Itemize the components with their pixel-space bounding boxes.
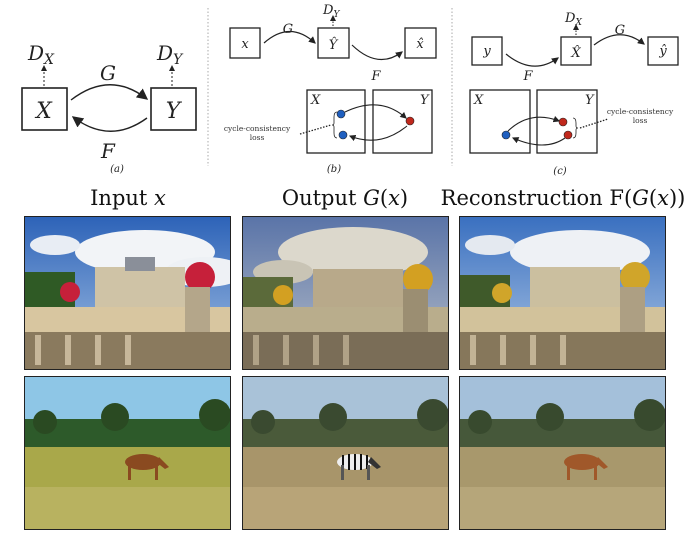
caption-a: (a) <box>110 164 124 175</box>
point-y-recon <box>563 130 573 140</box>
loss-label: cycle-consistency <box>224 124 291 133</box>
photo-horse-reconstruction <box>459 376 666 530</box>
loss-label-2: loss <box>250 133 265 142</box>
label-f: F <box>100 139 116 163</box>
zebra <box>337 454 381 480</box>
domain-x: X <box>473 93 484 108</box>
disc-dy: DY <box>156 41 184 68</box>
caption-c: (c) <box>553 166 567 177</box>
mapped-y: Ŷ <box>329 37 339 53</box>
horse <box>125 454 169 480</box>
arrow-f <box>71 116 148 132</box>
heading-reconstruction: Reconstruction F(𝐺(𝑥)) <box>440 186 686 210</box>
arrow-g <box>70 84 149 101</box>
photo-garden-output <box>242 216 449 370</box>
disc-dy: DY <box>322 3 340 20</box>
domain-x: X <box>310 93 321 108</box>
label-g: G <box>100 61 116 85</box>
input-x: x <box>241 37 249 52</box>
mapped-x: X̂ <box>570 45 581 61</box>
domain-y: Y <box>420 93 430 108</box>
point-y-to-x <box>501 130 511 140</box>
loss-label: cycle-consistency <box>607 107 674 116</box>
recon-x: x̂ <box>416 37 424 52</box>
point-y <box>558 117 568 127</box>
disc-dx: DX <box>27 41 55 68</box>
point-y <box>405 116 415 126</box>
domain-y: Y <box>585 93 595 108</box>
label-g: G <box>283 22 293 37</box>
disc-dx: DX <box>564 11 582 28</box>
heading-output: Output 𝐺(𝑥) <box>281 186 409 210</box>
panel-b: x Ŷ x̂ G F DY X Y cycle-consistency loss… <box>224 3 437 175</box>
photo-horse-output <box>242 376 449 530</box>
photo-garden-reconstruction <box>459 216 666 370</box>
loss-label-2: loss <box>633 116 648 125</box>
node-y-box <box>150 87 197 131</box>
recon-y: ŷ <box>658 44 667 59</box>
photo-garden-input <box>24 216 231 370</box>
node-x: X <box>34 99 53 124</box>
node-x-box <box>21 87 68 131</box>
panel-c: y X̂ ŷ F G DX X Y cycle-consistency loss… <box>469 11 679 177</box>
label-f: F <box>370 69 381 84</box>
point-x <box>336 109 346 119</box>
horse <box>564 454 608 480</box>
label-f: F <box>522 69 533 84</box>
photo-horse-input <box>24 376 231 530</box>
label-g: G <box>615 23 625 38</box>
caption-b: (b) <box>327 164 341 175</box>
point-x-recon <box>338 130 348 140</box>
input-y: y <box>482 44 491 59</box>
node-y: Y <box>166 99 183 124</box>
panel-a: X Y G F DX DY (a) <box>21 41 197 175</box>
heading-input: Input 𝑥 <box>90 186 166 210</box>
cyclegan-diagram: X Y G F DX DY (a) x Ŷ x̂ G F DY X Y <box>21 3 679 177</box>
